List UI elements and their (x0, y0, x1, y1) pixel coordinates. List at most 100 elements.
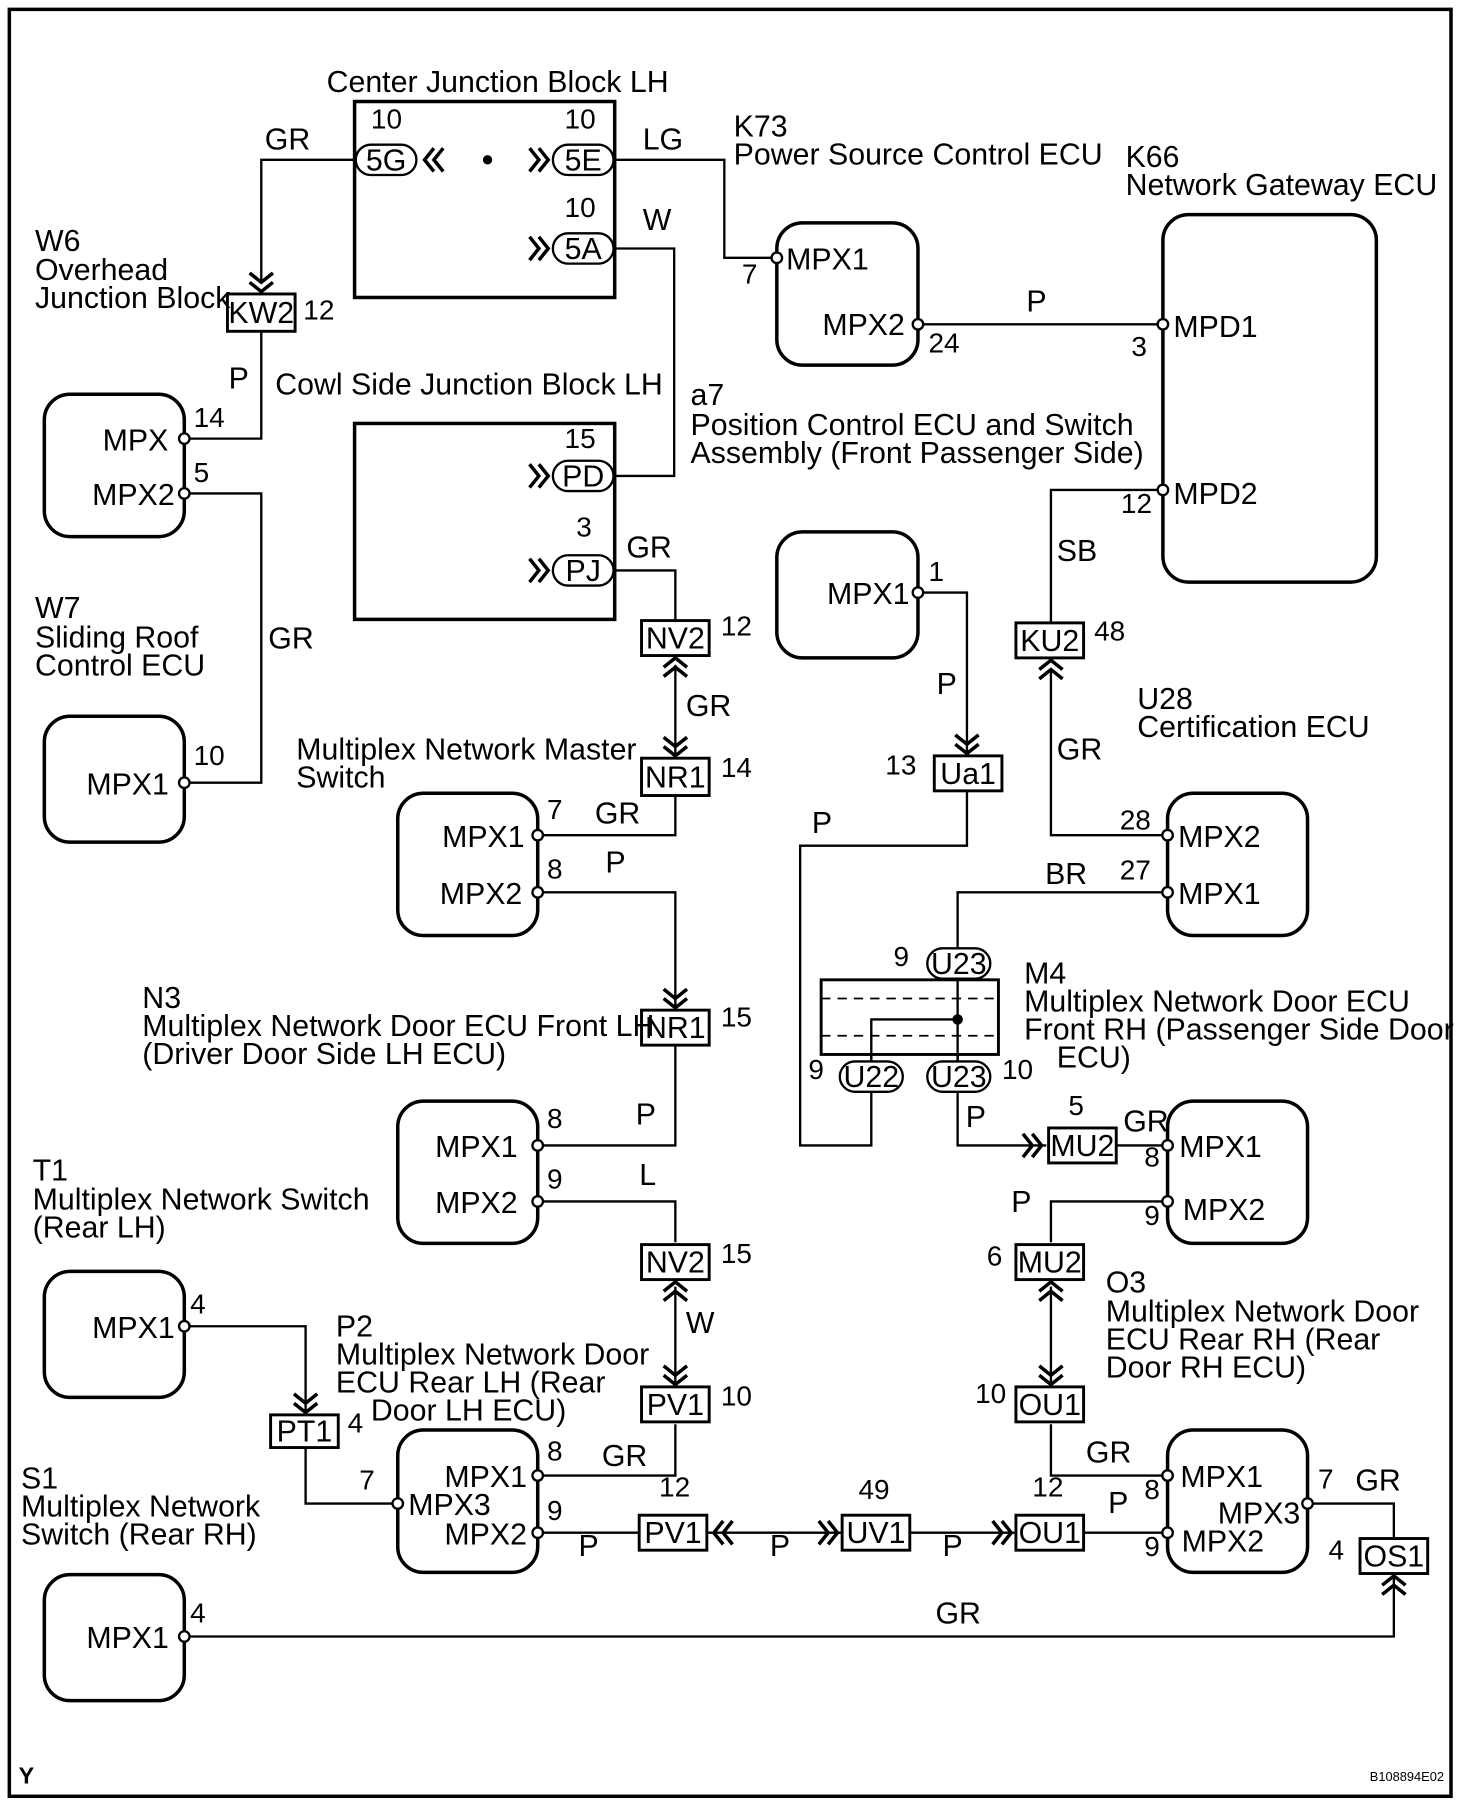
m4-mpx1: MPX1 (1179, 1131, 1262, 1164)
m4-code: M4 (1024, 957, 1066, 990)
svg-text:13: 13 (885, 750, 916, 781)
n3-mpx1: MPX1 (435, 1131, 518, 1164)
o3-mpx1: MPX1 (1180, 1461, 1263, 1494)
svg-text:28: 28 (1120, 804, 1151, 835)
svg-text:P: P (1026, 285, 1046, 318)
connector-uv1: UV1 (840, 1513, 912, 1552)
svg-text:10: 10 (565, 103, 596, 134)
svg-text:GR: GR (1123, 1105, 1168, 1138)
svg-text:P: P (636, 1098, 656, 1131)
m4-right-ecu-box (1165, 1099, 1310, 1246)
m4-mpx2: MPX2 (1183, 1194, 1266, 1227)
p2-name-line1: Multiplex Network Door (336, 1339, 649, 1372)
a7-name-line1: Position Control ECU and Switch (691, 409, 1134, 442)
figure-id: B108894E02 (1370, 1769, 1444, 1784)
w7-code: W7 (35, 592, 80, 625)
connector-mu2-upper: MU2 (1047, 1126, 1118, 1165)
u28-name: Certification ECU (1137, 711, 1369, 744)
svg-text:8: 8 (547, 1103, 563, 1134)
connector-5e-label: 5E (565, 144, 602, 177)
connector-u23-top: U23 (926, 947, 992, 981)
svg-text:24: 24 (928, 327, 959, 358)
splice-point (482, 155, 493, 165)
svg-text:NV2: NV2 (646, 1247, 705, 1280)
p2-name-line2: ECU Rear LH (Rear (336, 1367, 606, 1400)
svg-text:7: 7 (1318, 1463, 1334, 1494)
svg-text:U23: U23 (931, 1061, 987, 1094)
connector-5e: 5E (551, 143, 615, 177)
master-switch-line2: Switch (296, 761, 385, 794)
svg-text:9: 9 (808, 1054, 824, 1085)
n3-code: N3 (142, 982, 181, 1015)
svg-text:P: P (605, 847, 625, 880)
t1-name-line1: Multiplex Network Switch (33, 1184, 370, 1217)
connector-pd: PD (551, 459, 615, 493)
s1-name-line1: Multiplex Network (21, 1490, 261, 1523)
svg-text:GR: GR (935, 1598, 980, 1631)
corner-mark: Y (19, 1762, 35, 1788)
cowl-junction-block-title: Cowl Side Junction Block LH (275, 368, 663, 401)
svg-text:49: 49 (858, 1474, 889, 1505)
connector-pt1: PT1 (269, 1413, 340, 1450)
o3-mpx3: MPX3 (1218, 1497, 1301, 1530)
w6-name-line1: Overhead (35, 254, 168, 287)
svg-text:7: 7 (359, 1465, 375, 1496)
svg-text:NR1: NR1 (645, 1012, 706, 1045)
s1-mpx1: MPX1 (86, 1622, 169, 1655)
m4-name-line1: Multiplex Network Door ECU (1024, 985, 1410, 1018)
k66-name: Network Gateway ECU (1126, 169, 1438, 202)
w7-name-line1: Sliding Roof (35, 621, 199, 654)
connector-u23-bottom: U23 (926, 1060, 992, 1094)
svg-text:15: 15 (721, 1001, 752, 1032)
master-mpx2: MPX2 (440, 878, 523, 911)
connector-5a: 5A (551, 232, 615, 266)
w6-ecu-box (42, 392, 187, 539)
svg-text:P: P (812, 807, 832, 840)
svg-text:U22: U22 (843, 1061, 899, 1094)
svg-text:3: 3 (576, 512, 592, 543)
svg-text:SB: SB (1057, 535, 1097, 568)
w7-mpx1: MPX1 (86, 768, 169, 801)
svg-text:OU1: OU1 (1019, 1389, 1081, 1422)
n3-name-line1: Multiplex Network Door ECU Front LH (142, 1010, 654, 1043)
connector-nv2-upper: NV2 (640, 619, 711, 658)
svg-text:GR: GR (1057, 733, 1102, 766)
svg-text:MU2: MU2 (1050, 1130, 1114, 1163)
connector-nv2-lower: NV2 (640, 1243, 711, 1282)
svg-text:W: W (643, 204, 672, 237)
svg-text:27: 27 (1120, 855, 1151, 886)
master-switch-box (395, 791, 540, 938)
svg-text:14: 14 (721, 752, 752, 783)
connector-ku2: KU2 (1014, 621, 1086, 660)
svg-text:MU2: MU2 (1018, 1247, 1082, 1280)
svg-text:GR: GR (1086, 1437, 1131, 1470)
svg-text:10: 10 (975, 1378, 1006, 1409)
svg-text:10: 10 (194, 740, 225, 771)
u28-code: U28 (1137, 683, 1193, 716)
k73-mpx1: MPX1 (786, 243, 869, 276)
svg-text:5: 5 (1068, 1090, 1084, 1121)
p2-mpx3: MPX3 (408, 1489, 491, 1522)
svg-text:GR: GR (595, 798, 640, 831)
m4-name-line2: Front RH (Passenger Side Door (1024, 1013, 1454, 1046)
svg-text:OU1: OU1 (1019, 1517, 1081, 1550)
k73-ecu-box (775, 221, 920, 367)
t1-code: T1 (33, 1154, 68, 1187)
svg-text:KU2: KU2 (1020, 625, 1079, 658)
svg-text:8: 8 (547, 1435, 563, 1466)
pin-numbers: 10 10 10 7 24 3 12 14 5 15 3 12 1 12 48 … (190, 103, 1344, 1628)
svg-text:12: 12 (303, 295, 334, 326)
connector-pj: PJ (551, 554, 615, 588)
svg-text:10: 10 (721, 1381, 752, 1412)
svg-text:4: 4 (190, 1288, 206, 1319)
connector-nr1-lower: NR1 (640, 1008, 711, 1047)
w6-mpx: MPX (103, 424, 169, 457)
svg-text:10: 10 (1002, 1054, 1033, 1085)
t1-ecu-box (42, 1269, 187, 1400)
svg-text:L: L (639, 1159, 656, 1192)
o3-code: O3 (1106, 1266, 1146, 1299)
terminal-name-labels: MPX1 MPX2 MPD1 MPD2 MPX MPX2 MPX1 MPX1 M… (86, 243, 1300, 1655)
connector-pv1-lower: PV1 (637, 1513, 709, 1552)
o3-name-line2: ECU Rear RH (Rear (1106, 1324, 1381, 1357)
svg-text:LG: LG (643, 123, 683, 156)
